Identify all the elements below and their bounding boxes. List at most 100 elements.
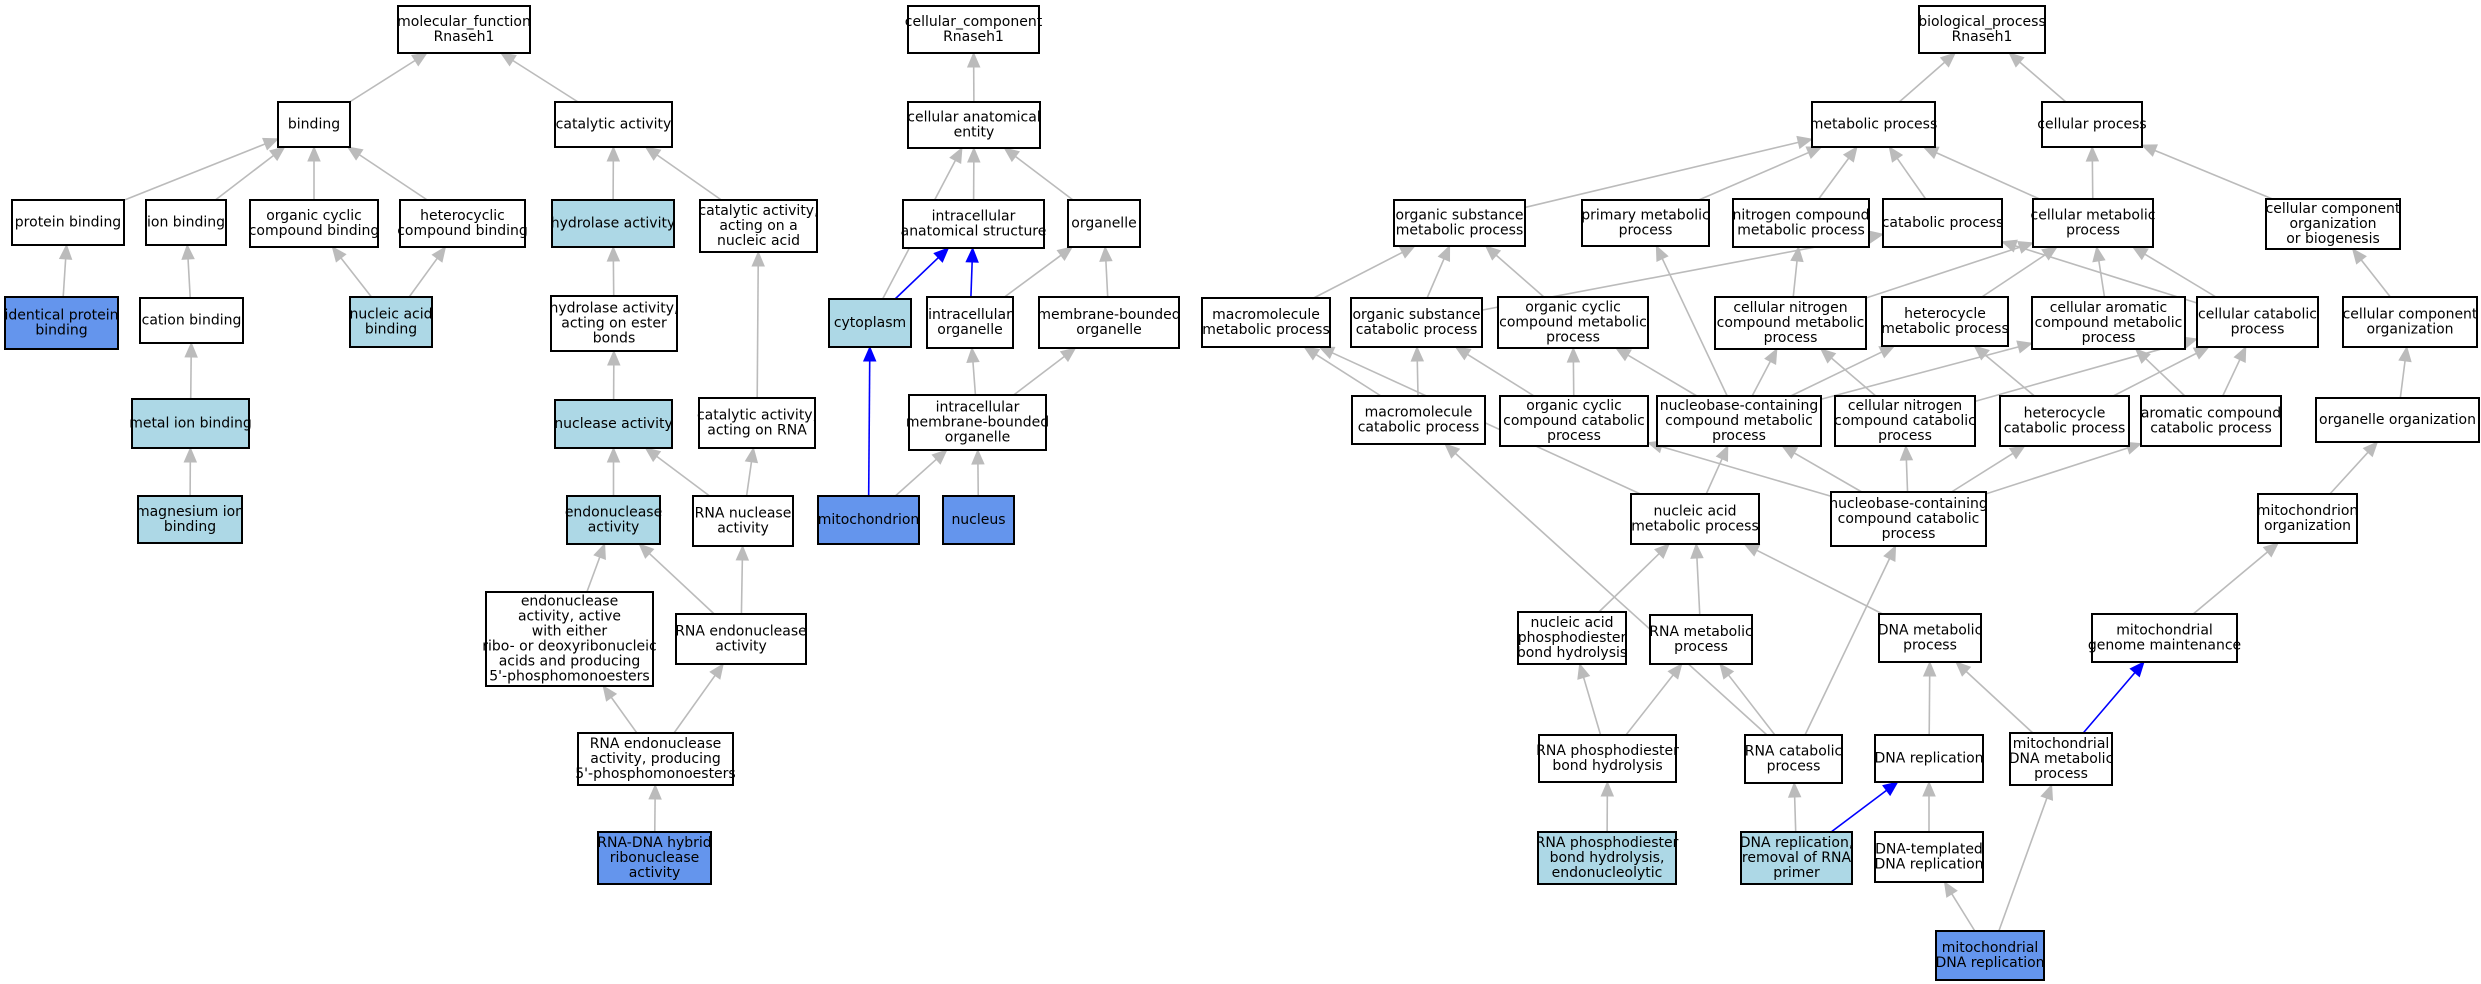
node-label-line: process xyxy=(1764,330,1818,346)
edge-nucleus-to-imbo xyxy=(971,448,985,497)
go-term-node-hydrolase[interactable]: hydrolase activity xyxy=(551,199,676,248)
edge-line xyxy=(894,257,939,300)
go-term-node-catact[interactable]: catalytic activity xyxy=(554,101,673,148)
node-label-line: ribonuclease xyxy=(610,850,700,866)
go-term-node-orgorg[interactable]: organelle organization xyxy=(2315,397,2480,443)
go-term-node-cationbind[interactable]: cation binding xyxy=(139,297,244,344)
edge-imbo-to-intorg xyxy=(966,346,980,396)
edge-arrowhead xyxy=(2192,346,2210,360)
node-box xyxy=(137,495,243,544)
go-term-node-catrna[interactable]: catalytic activity,acting on RNA xyxy=(697,397,817,449)
node-label-line: cellular_component xyxy=(905,14,1043,30)
node-label-line: nuclease activity xyxy=(554,416,673,432)
node-label-line: identical protein xyxy=(4,308,118,324)
node-label-line: activity xyxy=(715,639,767,655)
go-term-node-nucleus[interactable]: nucleus xyxy=(942,495,1015,545)
node-label-line: process xyxy=(1619,223,1673,239)
go-term-node-dnarep[interactable]: DNA replication xyxy=(1874,734,1984,783)
go-term-node-cytoplasm[interactable]: cytoplasm xyxy=(828,298,912,348)
node-label-line: bond hydrolysis xyxy=(1517,645,1627,661)
go-term-node-binding[interactable]: binding xyxy=(277,101,351,148)
go-term-node-metproc[interactable]: metabolic process xyxy=(1810,101,1938,148)
edge-line xyxy=(1793,796,1797,833)
node-label-line: heterocycle xyxy=(1904,306,1986,322)
edge-arrowhead xyxy=(331,245,347,263)
go-term-node-catab[interactable]: catabolic process xyxy=(1882,198,2004,248)
node-label-line: process xyxy=(1767,759,1821,775)
go-term-node-ionbind[interactable]: ion binding xyxy=(145,199,227,246)
node-box xyxy=(1714,296,1867,350)
node-label-line: Rnaseh1 xyxy=(1952,29,2013,45)
node-label-line: metabolic process xyxy=(1631,519,1759,535)
edge-line xyxy=(123,143,266,201)
go-term-node-cellproc[interactable]: cellular process xyxy=(2037,101,2147,148)
edge-line xyxy=(1416,360,1419,397)
go-term-node-organelle[interactable]: organelle xyxy=(1067,199,1141,248)
go-term-node-protbind[interactable]: protein binding xyxy=(11,199,125,246)
edge-arrowhead xyxy=(1655,244,1669,262)
go-term-node-mito[interactable]: mitochondrion xyxy=(817,495,920,545)
edge-arrowhead xyxy=(931,449,948,465)
edge-arrowhead xyxy=(1955,661,1972,677)
go-term-node-nuclease[interactable]: nuclease activity xyxy=(554,399,673,449)
edge-mitodnarep-to-mitodna xyxy=(1998,783,2054,932)
edge-line xyxy=(894,458,937,497)
go-term-node-metalion[interactable]: metal ion binding xyxy=(129,398,252,449)
edge-line xyxy=(1315,353,1382,397)
